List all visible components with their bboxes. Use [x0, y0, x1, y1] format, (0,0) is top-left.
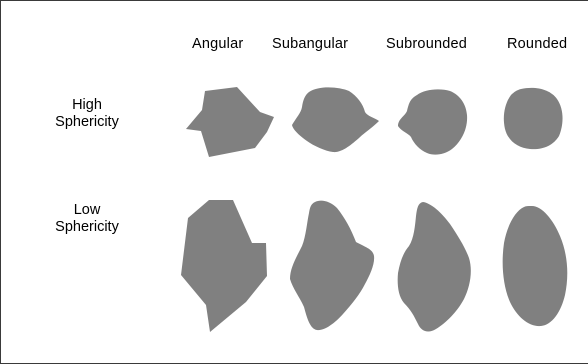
- row-label-line: High: [72, 97, 102, 113]
- grain-subangular-high-sphericity: [292, 87, 379, 153]
- column-label-angular: Angular: [192, 36, 244, 52]
- row-label-low-sphericity: Low Sphericity: [32, 202, 142, 236]
- grain-subrounded-high-sphericity: [398, 89, 468, 155]
- row-label-line: Sphericity: [55, 219, 119, 235]
- row-label-line: Sphericity: [55, 114, 119, 130]
- column-label-rounded: Rounded: [507, 36, 568, 52]
- grain-angular-high-sphericity: [186, 87, 274, 157]
- grain-rounded-high-sphericity: [503, 87, 563, 150]
- column-label-subrounded: Subrounded: [386, 36, 468, 52]
- row-label-high-sphericity: High Sphericity: [32, 97, 142, 131]
- grain-subangular-low-sphericity: [290, 200, 375, 331]
- grain-angular-low-sphericity: [181, 200, 267, 332]
- grain-rounded-low-sphericity: [502, 205, 568, 327]
- row-label-line: Low: [73, 202, 101, 218]
- grain-subrounded-low-sphericity: [397, 202, 471, 332]
- column-label-subangular: Subangular: [272, 36, 349, 52]
